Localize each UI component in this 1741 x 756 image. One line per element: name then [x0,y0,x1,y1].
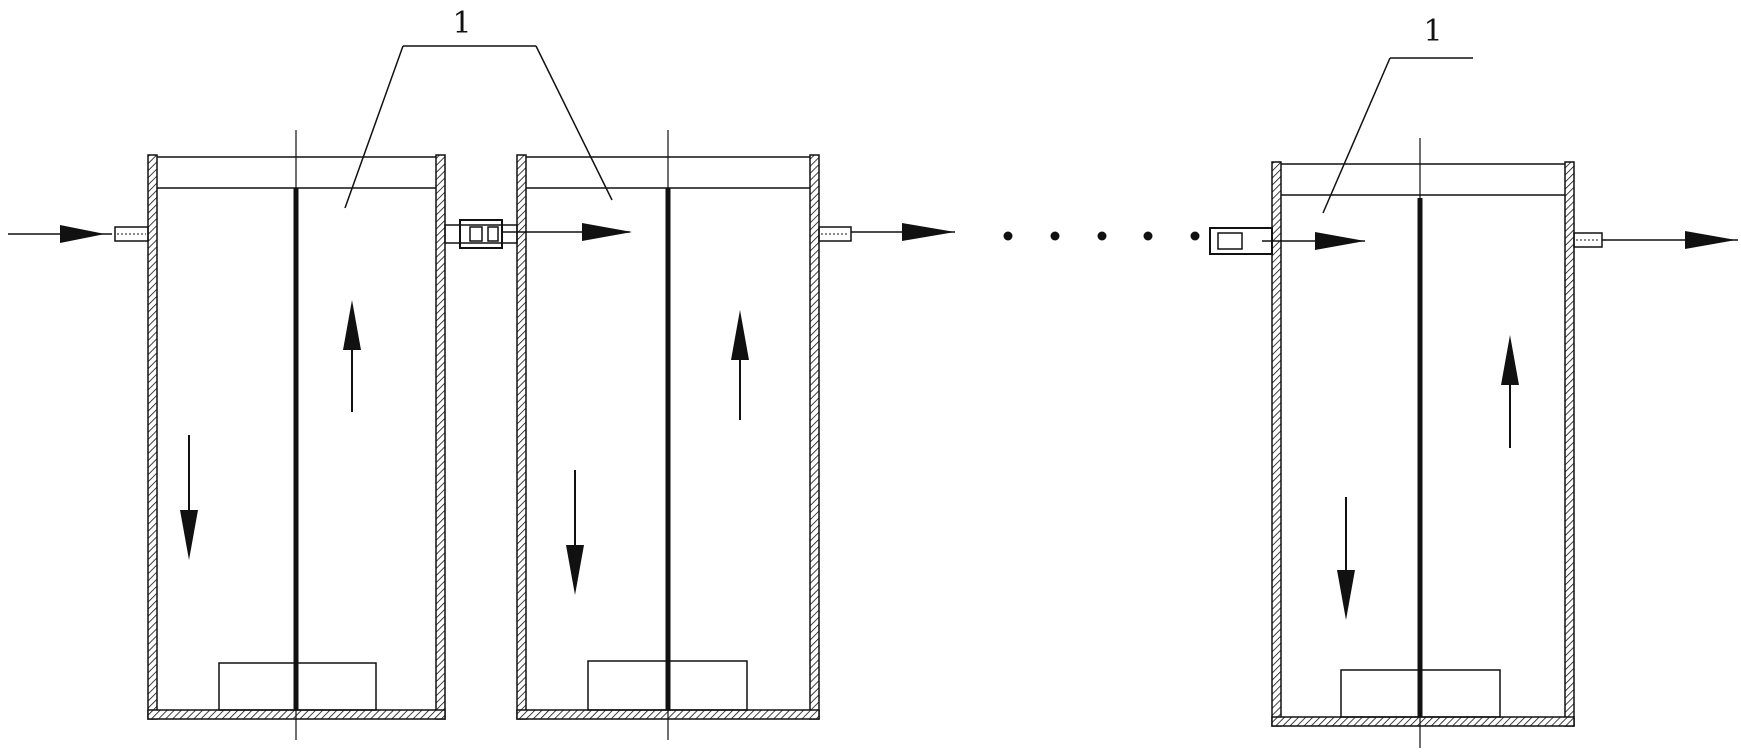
tank-3-walls [1271,161,1575,727]
tank-1 [114,130,446,740]
tank-1-impeller [218,662,377,711]
part-label-1-right: 1 [1423,14,1442,49]
tank-3-inlet-arrow [1262,232,1365,250]
flow-down-arrow-3-head [1337,570,1355,620]
flow-up-arrow-1-head [343,300,361,350]
tank-2-inlet-arrow [502,223,632,241]
tank-1-inlet-pipe [114,226,149,242]
tank-2-outlet-arrow [851,223,955,241]
feed-inlet-arrow [8,225,112,243]
label-1-leader-right [1322,57,1473,214]
label-1-leaders-left [344,45,613,209]
flow-up-arrow-3-head [1501,335,1519,385]
flow-up-arrow-2-head [731,310,749,360]
tank-2-impeller [587,660,748,711]
tank-2-outlet-pipe [818,226,852,242]
part-label-1-left: 1 [452,6,471,41]
flow-down-arrow-2-head [566,545,584,595]
tank-3 [1209,138,1603,748]
final-outlet-arrow [1602,231,1738,249]
tank-1-to-2-connector [444,219,518,249]
continuation-dots [1003,231,1200,241]
tank-2 [516,130,852,740]
flow-down-arrow-1-head [180,510,198,560]
tank-3-impeller [1340,669,1501,718]
